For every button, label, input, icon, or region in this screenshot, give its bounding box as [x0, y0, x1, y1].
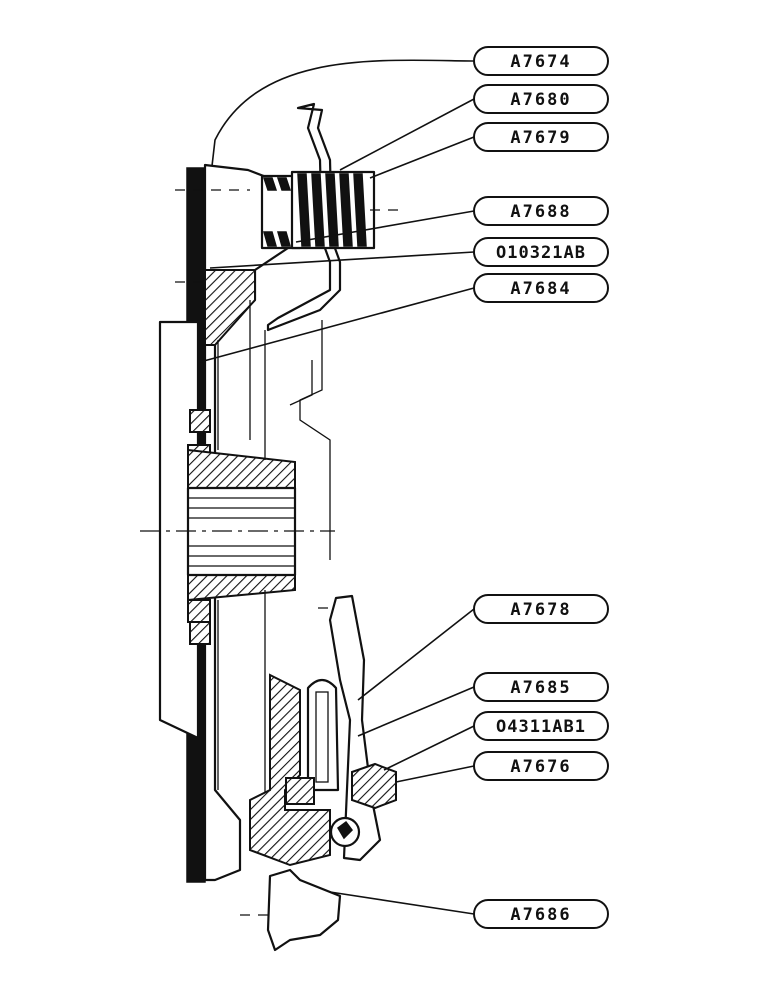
part-label-a7679: A7679 [473, 122, 609, 152]
part-label-text: O4311AB1 [496, 717, 586, 737]
cover-plate [266, 102, 342, 332]
pressure-spring [262, 170, 376, 250]
part-label-o10321ab: O10321AB [473, 237, 609, 267]
part-label-a7676: A7676 [473, 751, 609, 781]
eyebolt [306, 678, 340, 792]
part-label-a7678: A7678 [473, 594, 609, 624]
part-label-text: O10321AB [496, 243, 586, 263]
pressure-plate-upper-section [204, 269, 256, 346]
part-label-a7688: A7688 [473, 196, 609, 226]
part-label-text: A7678 [510, 600, 571, 620]
part-label-text: A7685 [510, 678, 571, 698]
adjusting-nut [351, 762, 397, 810]
part-label-text: A7686 [510, 905, 571, 925]
part-label-text: A7684 [510, 279, 571, 299]
part-label-a7680: A7680 [473, 84, 609, 114]
part-label-a7674: A7674 [473, 46, 609, 76]
part-label-a7686: A7686 [473, 899, 609, 929]
part-label-text: A7674 [510, 52, 571, 72]
cover-plate-side-inner [289, 360, 313, 406]
cross-section-drawing [140, 102, 400, 952]
part-label-text: A7688 [510, 202, 571, 222]
part-label-text: A7679 [510, 128, 571, 148]
cover-plate-side [299, 320, 331, 560]
part-label-text: A7676 [510, 757, 571, 777]
part-label-a7685: A7685 [473, 672, 609, 702]
leader-lines [199, 59, 475, 915]
part-label-o4311ab1: O4311AB1 [473, 711, 609, 741]
disc-flange [158, 320, 200, 740]
splined-hub [140, 409, 335, 645]
part-label-text: A7680 [510, 90, 571, 110]
part-label-a7684: A7684 [473, 273, 609, 303]
cover-lower-flange [266, 868, 342, 952]
